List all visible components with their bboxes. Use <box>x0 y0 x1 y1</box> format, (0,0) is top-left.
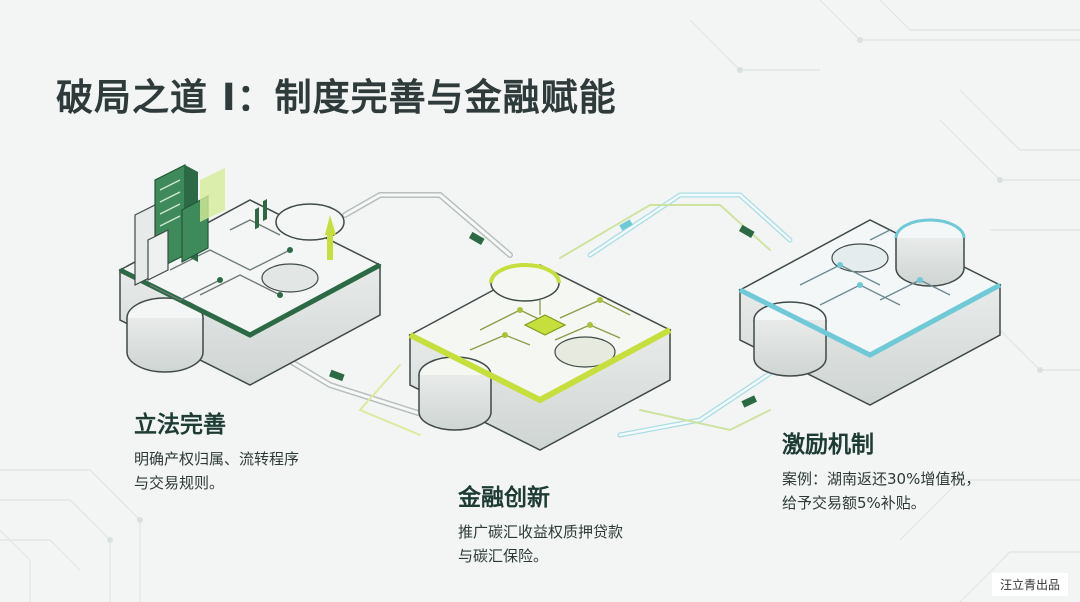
block-desc-line: 推广碳汇收益权质押贷款 <box>458 520 718 544</box>
block-heading-incentive: 激励机制 <box>782 425 1052 459</box>
block-desc-line: 明确产权归属、流转程序 <box>134 447 364 471</box>
block-heading-law: 立法完善 <box>134 405 364 439</box>
puzzle-piece-law <box>120 165 380 385</box>
block-law: 立法完善 明确产权归属、流转程序 与交易规则。 <box>134 405 364 495</box>
block-desc-line: 与交易规则。 <box>134 471 364 495</box>
block-desc-incentive: 案例：湖南返还30%增值税， 给予交易额5%补贴。 <box>782 467 1052 515</box>
block-heading-finance: 金融创新 <box>458 478 718 512</box>
block-desc-line: 案例：湖南返还30%增值税， <box>782 467 1052 491</box>
block-desc-law: 明确产权归属、流转程序 与交易规则。 <box>134 447 364 495</box>
block-incentive: 激励机制 案例：湖南返还30%增值税， 给予交易额5%补贴。 <box>782 425 1052 515</box>
puzzle-piece-incentive <box>740 220 1000 405</box>
credit-label: 汪立青出品 <box>992 573 1068 596</box>
block-desc-finance: 推广碳汇收益权质押贷款 与碳汇保险。 <box>458 520 718 568</box>
block-desc-line: 与碳汇保险。 <box>458 544 718 568</box>
block-finance: 金融创新 推广碳汇收益权质押贷款 与碳汇保险。 <box>458 478 718 568</box>
block-desc-line: 给予交易额5%补贴。 <box>782 491 1052 515</box>
puzzle-piece-finance <box>410 265 670 450</box>
